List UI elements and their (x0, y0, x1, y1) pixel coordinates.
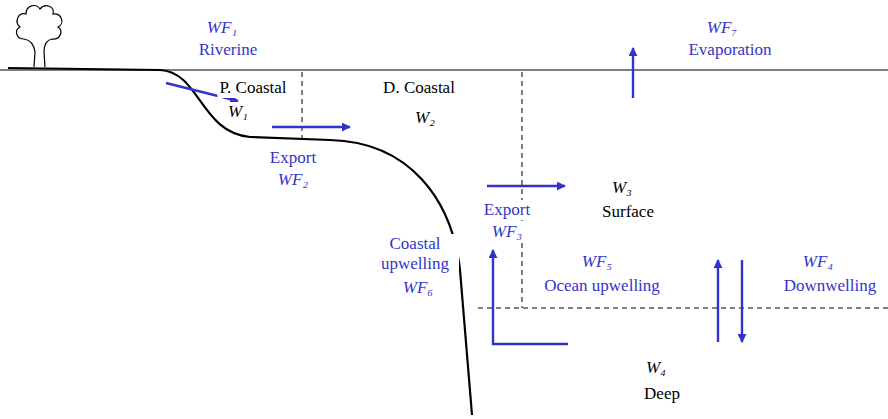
flux-name: Export (268, 148, 318, 168)
flux-label: WF₁ (205, 18, 239, 38)
compartment-label: W₂ (413, 108, 437, 128)
compartment-label: W₁ (226, 102, 250, 122)
flux-label: WF₆ (401, 278, 435, 298)
flux-name: Riverine (197, 40, 260, 60)
region-label: Surface (600, 202, 656, 222)
flux-label: WF₃ (490, 222, 524, 242)
region-label: Deep (642, 384, 682, 404)
flux-name: Downwelling (782, 276, 879, 296)
compartment-label: W₃ (610, 178, 634, 198)
coastline (8, 68, 472, 415)
flux-arrow (166, 48, 742, 344)
flux-name: Export (482, 200, 532, 220)
flux-label: WF₂ (276, 170, 310, 190)
flux-name: Ocean upwelling (542, 276, 662, 296)
flux-label: WF₇ (705, 18, 739, 38)
flux-name: Evaporation (686, 40, 773, 60)
region-label: P. Coastal (217, 78, 288, 98)
compartment-label: W₄ (644, 358, 668, 378)
tree-icon (17, 6, 62, 67)
flux-label: WF₄ (801, 252, 835, 272)
flux-label: WF₅ (580, 252, 614, 272)
flux-name: Coastal upwelling (371, 234, 459, 274)
compartment-boundary (302, 72, 888, 308)
region-label: D. Coastal (381, 78, 457, 98)
